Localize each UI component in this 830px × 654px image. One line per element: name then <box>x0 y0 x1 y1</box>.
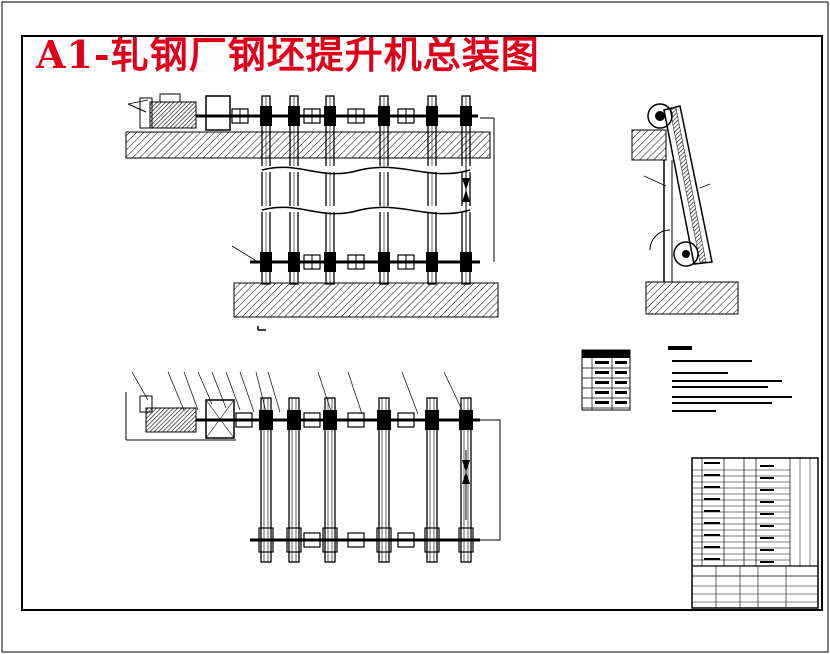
plan-chain-column <box>258 397 274 563</box>
leader-line <box>267 371 281 413</box>
plan-motor <box>145 407 197 433</box>
parts-table <box>581 349 631 411</box>
plan-chain-column <box>424 397 440 563</box>
leader-line <box>255 371 267 413</box>
leader-line <box>401 371 419 415</box>
leader-line <box>443 371 463 411</box>
shaft-coupling <box>231 108 249 124</box>
front-elevation-view <box>125 93 499 331</box>
chain-column <box>426 95 438 285</box>
note-line <box>672 372 728 374</box>
plan-chain-column <box>458 397 474 563</box>
chain-columns <box>231 95 472 285</box>
chain-column <box>260 95 272 285</box>
part-leader-lines <box>131 371 463 415</box>
plan-chain-column <box>286 397 302 563</box>
note-line <box>672 402 772 404</box>
shaft-coupling <box>303 254 321 270</box>
shaft-coupling <box>347 108 365 124</box>
tail-sprocket <box>673 241 699 267</box>
shaft-coupling <box>397 108 415 124</box>
leader-line <box>225 371 241 411</box>
reducer <box>205 95 231 131</box>
side-upper-support <box>631 129 667 161</box>
drive-motor <box>127 93 197 129</box>
head-sprocket <box>647 103 673 129</box>
plan-coupling <box>303 532 321 548</box>
shaft-coupling <box>397 254 415 270</box>
plan-coupling <box>397 532 415 548</box>
plan-chain-columns <box>235 397 474 563</box>
plan-coupling <box>397 412 415 428</box>
leader-line <box>197 371 213 405</box>
chain-column <box>288 95 300 285</box>
leader-line <box>167 371 185 411</box>
shaft-coupling <box>303 108 321 124</box>
leader-line <box>131 371 149 401</box>
lower-foundation <box>233 282 499 318</box>
note-line <box>672 410 716 412</box>
leader-line <box>317 371 333 415</box>
leader-line <box>211 371 227 409</box>
plan-coupling <box>347 412 365 428</box>
leader-line <box>183 371 199 411</box>
chain-column <box>378 95 390 285</box>
break-line-top <box>261 166 471 175</box>
plan-coupling <box>303 412 321 428</box>
upper-foundation <box>125 131 491 159</box>
note-line <box>672 360 752 362</box>
note-line <box>672 380 782 382</box>
plan-chain-column <box>322 397 338 563</box>
plan-coupling <box>347 532 365 548</box>
leader-line <box>347 371 363 415</box>
note-line <box>672 396 792 398</box>
note-line <box>672 386 768 388</box>
chain-column <box>324 95 336 285</box>
plan-chain-column <box>376 397 392 563</box>
plan-view <box>125 371 501 563</box>
technical-notes <box>668 346 792 412</box>
side-elevation-view <box>631 103 739 315</box>
break-line-bottom <box>261 206 471 215</box>
side-foundation <box>645 281 739 315</box>
inner-border <box>21 35 823 611</box>
title-block <box>691 457 819 609</box>
plan-coupling <box>235 412 253 428</box>
shaft-coupling <box>347 254 365 270</box>
side-tensioner <box>462 117 495 262</box>
leader-line <box>239 371 255 413</box>
drawing-title: A1-轧钢厂钢坯提升机总装图 <box>36 32 540 77</box>
